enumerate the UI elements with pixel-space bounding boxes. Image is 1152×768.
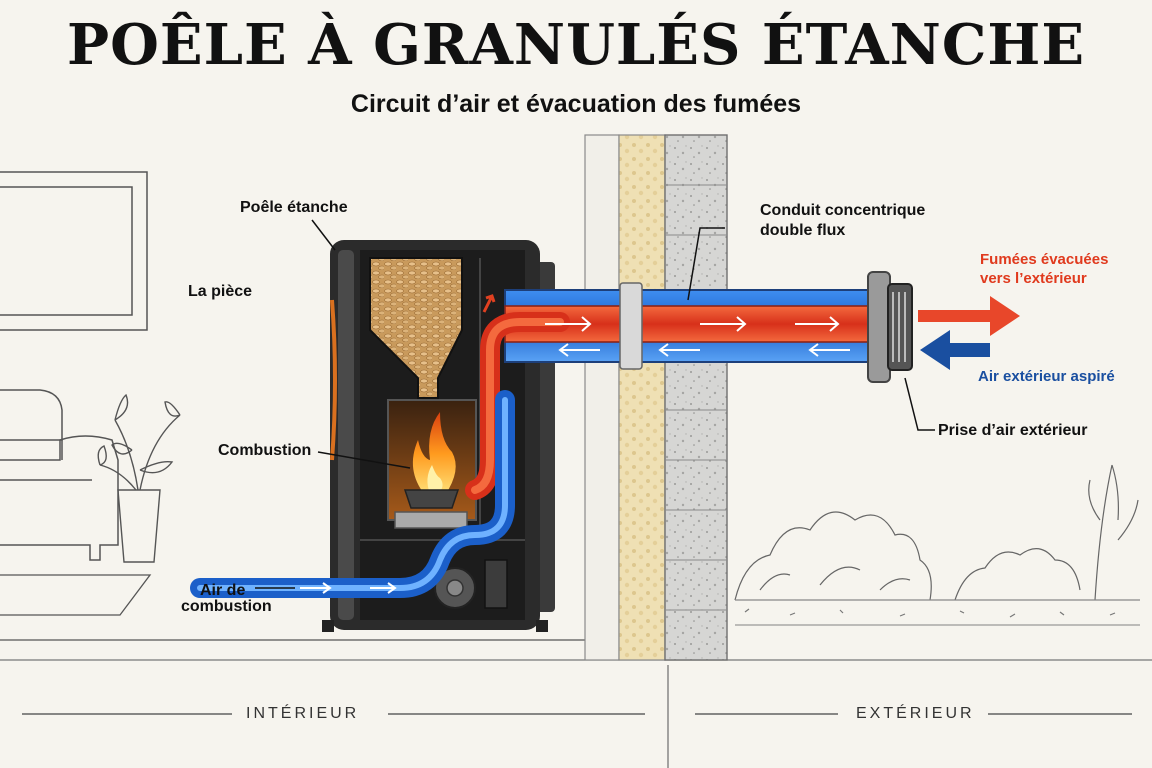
- diagram-subtitle: Circuit d’air et évacuation des fumées: [350, 90, 802, 118]
- smoke-out-label-line2: vers l’extérieur: [980, 270, 1087, 287]
- stove-label: Poêle étanche: [240, 199, 348, 216]
- wall-insulation: [618, 134, 666, 661]
- plant-illustration: [97, 393, 181, 563]
- floor-and-rug: [0, 574, 1152, 661]
- outside-air-label: Air extérieur aspiré: [978, 368, 1115, 385]
- combustion-air-path-highlight: [197, 397, 508, 591]
- interior-wall-plaster: [584, 134, 620, 661]
- combustion-air-label-line2: combustion: [181, 598, 272, 615]
- stove-air-arrows: [300, 582, 397, 594]
- smoke-out-label-line1: Fumées évacuées: [980, 251, 1109, 268]
- fresh-air-arrow: [920, 330, 990, 370]
- wall-concrete: [664, 134, 728, 661]
- air-flow-arrows: [558, 343, 850, 357]
- zone-separators: [22, 665, 1132, 768]
- duct-label-line1: Conduit concentrique: [760, 202, 926, 219]
- leader-lines: [255, 219, 935, 589]
- exterior-zone-label: EXTÉRIEUR: [856, 705, 975, 722]
- smoke-path-highlight: [471, 318, 564, 494]
- air-intake-label: Prise d’air extérieur: [938, 422, 1088, 439]
- sofa-illustration: [0, 389, 119, 561]
- picture-frame: [0, 171, 148, 331]
- rising-smoke-arrow: [482, 294, 496, 313]
- diagram-title: POÊLE À GRANULÉS ÉTANCHE: [67, 12, 1085, 78]
- smoke-flow-arrows: [545, 316, 840, 332]
- duct-label-line2: double flux: [760, 222, 846, 239]
- combustion-label: Combustion: [218, 442, 312, 459]
- interior-zone-label: INTÉRIEUR: [246, 705, 360, 722]
- terminal-cap: [867, 271, 913, 383]
- room-label: La pièce: [188, 283, 253, 300]
- concrete-joints: [665, 184, 727, 611]
- combustion-air-label-line1: Air de: [200, 582, 246, 599]
- exterior-vegetation: [734, 464, 1140, 626]
- smoke-exit-arrow: [918, 296, 1020, 336]
